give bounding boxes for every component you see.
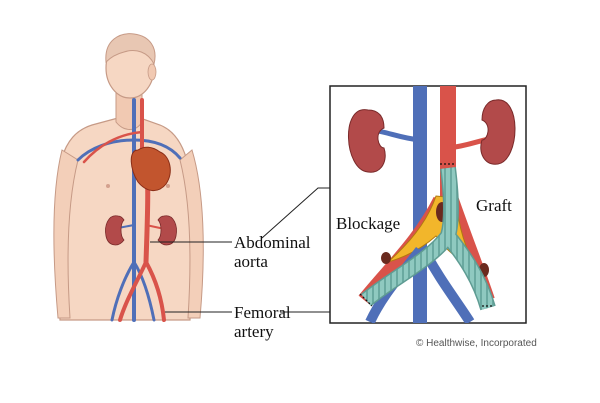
nipple-left xyxy=(106,184,110,188)
copyright-credit: © Healthwise, Incorporated xyxy=(416,338,537,349)
torso-skin xyxy=(55,97,194,321)
right-arm xyxy=(179,149,204,319)
suture-marks xyxy=(359,163,494,307)
label-graft: Graft xyxy=(476,196,512,216)
inset-kidney-right xyxy=(480,99,516,165)
hair xyxy=(105,33,156,66)
label-femoral-artery-line2: artery xyxy=(234,322,274,341)
label-blockage: Blockage xyxy=(336,214,401,234)
left-arm xyxy=(53,149,79,319)
label-abdominal-aorta-line1: Abdominal xyxy=(234,233,311,252)
ear xyxy=(147,63,157,81)
kidney-left xyxy=(105,215,125,246)
heart xyxy=(130,146,171,191)
label-abdominal-aorta-line2: aorta xyxy=(234,252,268,271)
nipple-right xyxy=(166,184,170,188)
human-body-figure xyxy=(53,33,204,322)
label-femoral-artery-line1: Femoral xyxy=(234,303,291,322)
inset-kidney-left xyxy=(348,109,386,173)
kidney-right xyxy=(157,215,177,246)
